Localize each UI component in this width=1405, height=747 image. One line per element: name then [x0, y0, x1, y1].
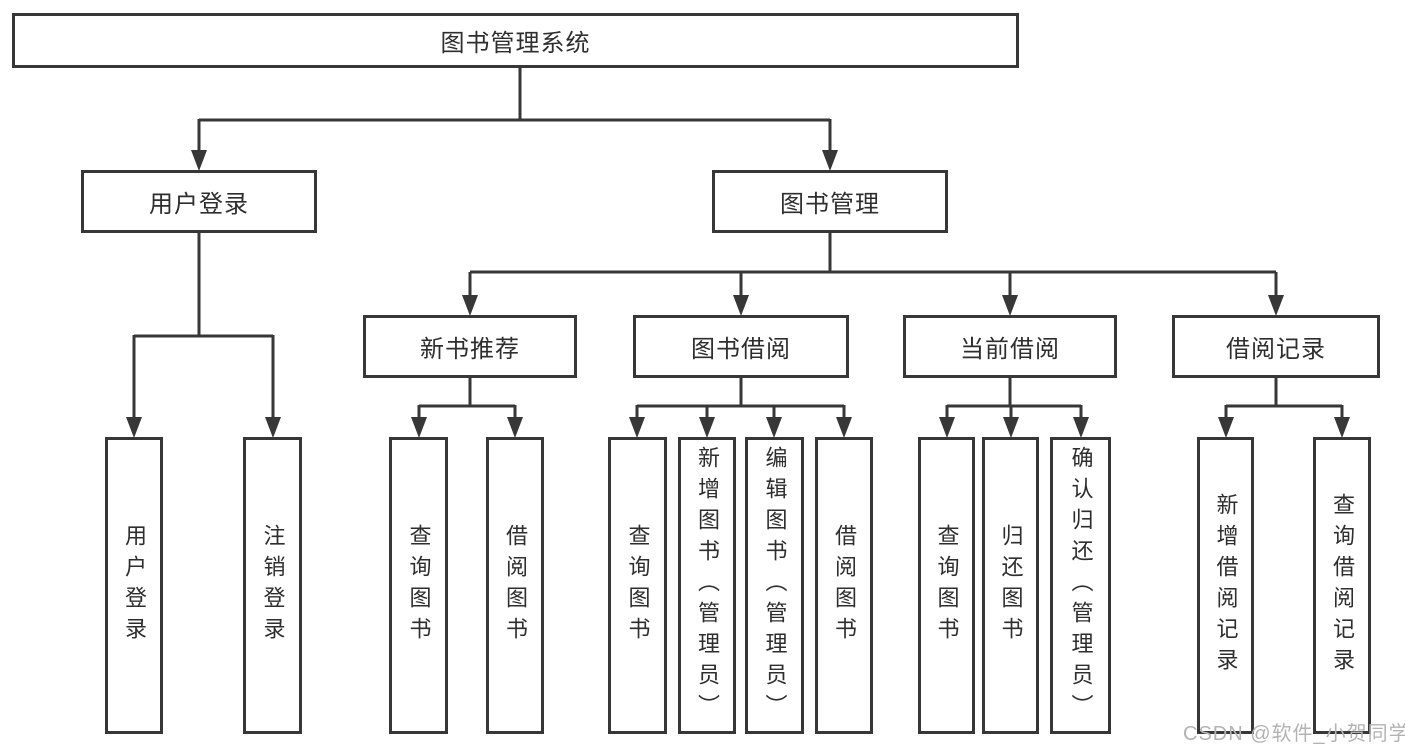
node-root: 图书管理系统	[12, 13, 1019, 68]
node-user-login: 用户登录	[81, 170, 317, 233]
leaf-add-borrow-record: 新增借阅记录	[1197, 437, 1254, 734]
leaf-user-login-label: 用户登录	[122, 523, 147, 648]
node-current-borrowing: 当前借阅	[903, 315, 1117, 378]
node-borrowing-records: 借阅记录	[1172, 315, 1380, 378]
leaf-confirm-return-admin: 确认归还（管理员）	[1050, 437, 1111, 734]
leaf-user-login: 用户登录	[105, 437, 163, 734]
leaf-add-borrow-record-label: 新增借阅记录	[1213, 492, 1239, 679]
leaf-borrow-books-2-label: 借阅图书	[832, 523, 857, 648]
leaf-query-books-3: 查询图书	[918, 437, 975, 734]
leaf-logout-label: 注销登录	[260, 523, 286, 648]
leaf-query-borrow-record-label: 查询借阅记录	[1330, 492, 1355, 679]
leaf-query-books-2: 查询图书	[608, 437, 667, 734]
leaf-borrow-books-2: 借阅图书	[815, 437, 873, 734]
csdn-watermark: CSDN @软件_小贺同学	[1183, 723, 1405, 745]
leaf-query-books-3-label: 查询图书	[934, 523, 960, 648]
node-new-book-recommend: 新书推荐	[363, 315, 577, 378]
leaf-edit-book-admin-label: 编辑图书（管理员）	[762, 446, 788, 725]
leaf-query-borrow-record: 查询借阅记录	[1313, 437, 1371, 734]
leaf-query-books-1: 查询图书	[389, 437, 448, 734]
leaf-query-books-2-label: 查询图书	[625, 523, 651, 648]
leaf-logout: 注销登录	[243, 437, 302, 734]
node-book-management: 图书管理	[712, 170, 948, 233]
leaf-return-books: 归还图书	[982, 437, 1039, 734]
leaf-return-books-label: 归还图书	[998, 523, 1024, 648]
leaf-borrow-books-1: 借阅图书	[486, 437, 544, 734]
leaf-query-books-1-label: 查询图书	[406, 523, 432, 648]
leaf-add-book-admin: 新增图书（管理员）	[678, 437, 736, 734]
leaf-borrow-books-1-label: 借阅图书	[503, 523, 528, 648]
leaf-confirm-return-admin-label: 确认归还（管理员）	[1068, 446, 1094, 725]
leaf-edit-book-admin: 编辑图书（管理员）	[745, 437, 804, 734]
leaf-add-book-admin-label: 新增图书（管理员）	[695, 446, 720, 725]
node-book-borrowing: 图书借阅	[633, 315, 849, 378]
connector-lines	[132, 68, 1344, 420]
